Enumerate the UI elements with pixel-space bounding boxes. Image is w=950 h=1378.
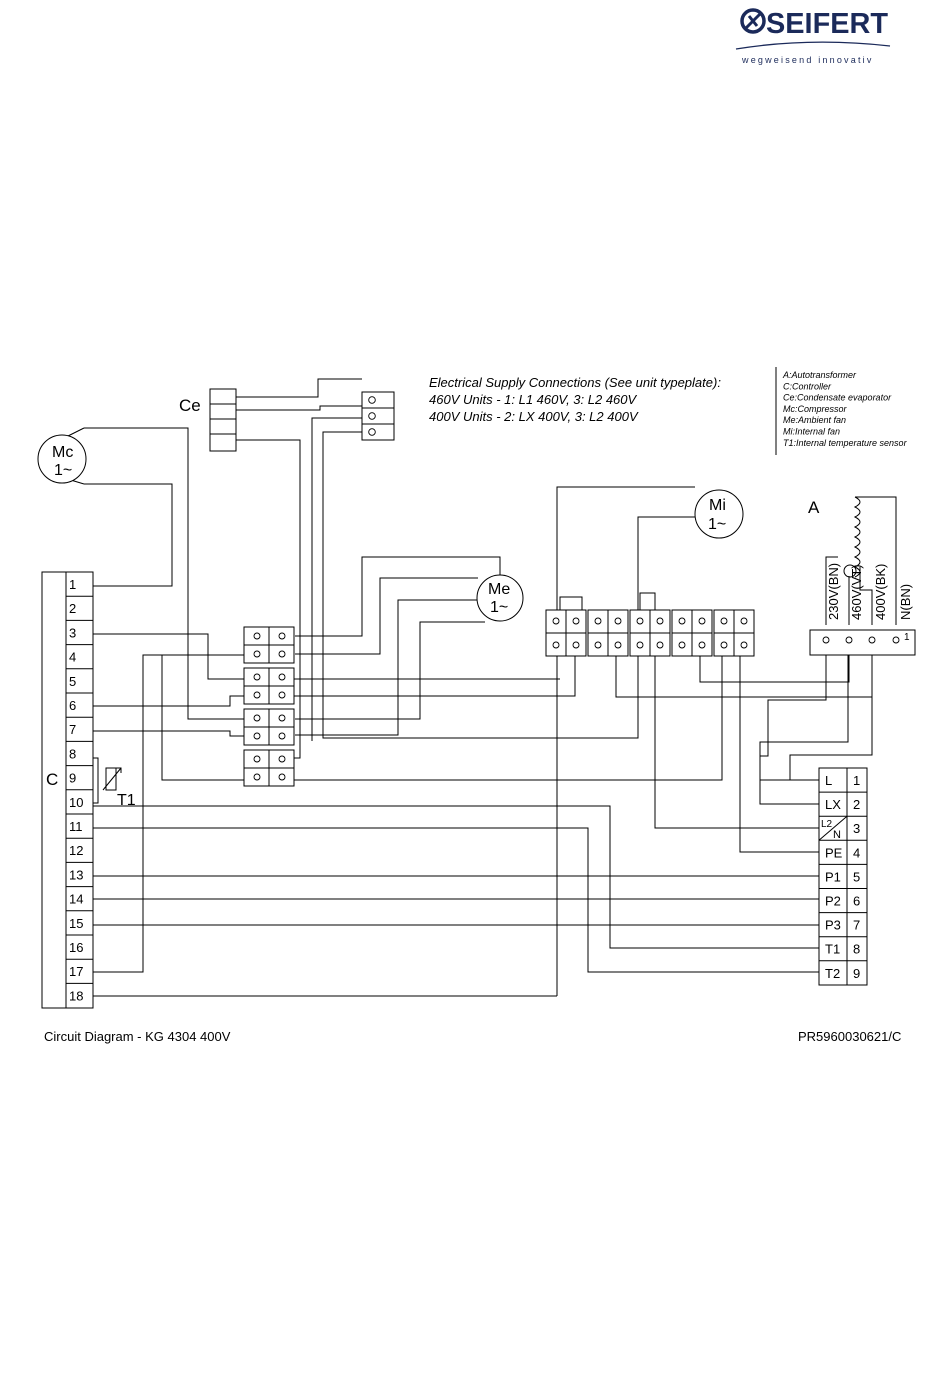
logo-tagline: wegweisend innovativ <box>741 55 874 65</box>
mi-name: Mi <box>709 497 726 514</box>
supply-terminal-label: P3 <box>825 918 841 933</box>
controller-terminal-7: 7 <box>69 722 76 737</box>
transformer-block-number: 1 <box>904 632 910 643</box>
tap-400v: 400V(BK) <box>873 564 888 620</box>
controller-terminal-14: 14 <box>69 892 83 907</box>
legend-entry: Ce:Condensate evaporator <box>783 393 892 403</box>
controller-terminal-11: 11 <box>69 819 83 834</box>
supply-terminal-number: 2 <box>853 797 860 812</box>
controller-terminal-6: 6 <box>69 698 76 713</box>
supply-terminal-number: 9 <box>853 966 860 981</box>
middle-terminal-blocks <box>243 626 295 787</box>
seifert-logo: SEIFERT wegweisend innovativ <box>730 2 940 72</box>
legend-entry: A:Autotransformer <box>782 370 857 380</box>
footer-part-number: PR5960030621/C <box>798 1029 901 1044</box>
autotransformer-label: A <box>808 498 820 517</box>
controller-terminal-17: 17 <box>69 964 83 979</box>
wiring <box>63 378 897 997</box>
controller-label: C <box>46 770 58 789</box>
supply-terminal-label: P1 <box>825 869 841 884</box>
supply-l2-label: L2 <box>821 819 833 830</box>
supply-terminal-number: 5 <box>853 869 860 884</box>
supply-terminal-number: 7 <box>853 918 860 933</box>
t1-label: T1 <box>117 792 136 809</box>
controller-terminal-16: 16 <box>69 940 83 955</box>
supply-heading: Electrical Supply Connections (See unit … <box>429 375 721 390</box>
controller-terminal-4: 4 <box>69 650 76 665</box>
controller-terminal-18: 18 <box>69 988 83 1003</box>
condensate-evaporator: Ce <box>179 388 237 452</box>
compressor-motor: Mc 1~ <box>37 434 87 484</box>
supply-terminal-label: L <box>825 773 832 788</box>
legend-entry: T1:Internal temperature sensor <box>783 438 908 448</box>
controller-terminal-13: 13 <box>69 867 83 882</box>
footer-title: Circuit Diagram - KG 4304 400V <box>44 1029 231 1044</box>
legend-entry: Mi:Internal fan <box>783 427 840 437</box>
supply-terminal-label: P2 <box>825 894 841 909</box>
supply-notes: Electrical Supply Connections (See unit … <box>429 375 721 424</box>
supply-terminal-label: T1 <box>825 942 840 957</box>
mc-phase: 1~ <box>54 462 72 479</box>
fan-icon <box>740 8 766 34</box>
controller-terminal-5: 5 <box>69 674 76 689</box>
tap-460v: 460V(VT) <box>849 564 864 620</box>
right-terminal-blocks <box>545 609 755 657</box>
controller-terminal-1: 1 <box>69 577 76 592</box>
supply-terminal-number: 4 <box>853 845 860 860</box>
supply-n-label: N <box>833 829 841 841</box>
ce-label: Ce <box>179 396 201 415</box>
mi-phase: 1~ <box>708 516 726 533</box>
legend: A:AutotransformerC:ControllerCe:Condensa… <box>775 367 908 455</box>
supply-terminal-number: 6 <box>853 894 860 909</box>
supply-terminal-number: 3 <box>853 821 860 836</box>
mc-name: Mc <box>52 444 73 461</box>
supply-terminal-label: T2 <box>825 966 840 981</box>
supply-terminal-number: 8 <box>853 942 860 957</box>
supply-460v: 460V Units - 1: L1 460V, 3: L2 460V <box>429 392 638 407</box>
autotransformer: A 230V(BN) 460V(VT) 400V(BK) N(BN) 1 <box>808 496 916 656</box>
ambient-fan-motor: Me 1~ <box>476 574 524 622</box>
supply-terminal-number: 1 <box>853 773 860 788</box>
tap-n: N(BN) <box>898 584 913 620</box>
controller-terminal-2: 2 <box>69 601 76 616</box>
controller-terminal-12: 12 <box>69 843 83 858</box>
supply-top-block <box>361 391 395 441</box>
controller-terminal-3: 3 <box>69 625 76 640</box>
legend-entry: Me:Ambient fan <box>783 415 846 425</box>
controller-terminal-8: 8 <box>69 746 76 761</box>
me-phase: 1~ <box>490 599 508 616</box>
supply-terminal-label: PE <box>825 845 843 860</box>
supply-400v: 400V Units - 2: LX 400V, 3: L2 400V <box>429 409 639 424</box>
logo-brand: SEIFERT <box>766 8 888 40</box>
tap-230v: 230V(BN) <box>826 563 841 620</box>
supply-terminal-label: LX <box>825 797 841 812</box>
internal-fan-motor: Mi 1~ <box>694 489 744 539</box>
controller-terminal-9: 9 <box>69 771 76 786</box>
legend-entry: Mc:Compressor <box>783 404 848 414</box>
me-name: Me <box>488 581 510 598</box>
temperature-sensor-t1: T1 <box>102 767 136 809</box>
legend-entry: C:Controller <box>783 381 832 391</box>
controller-terminal-15: 15 <box>69 916 83 931</box>
controller-terminal-10: 10 <box>69 795 83 810</box>
